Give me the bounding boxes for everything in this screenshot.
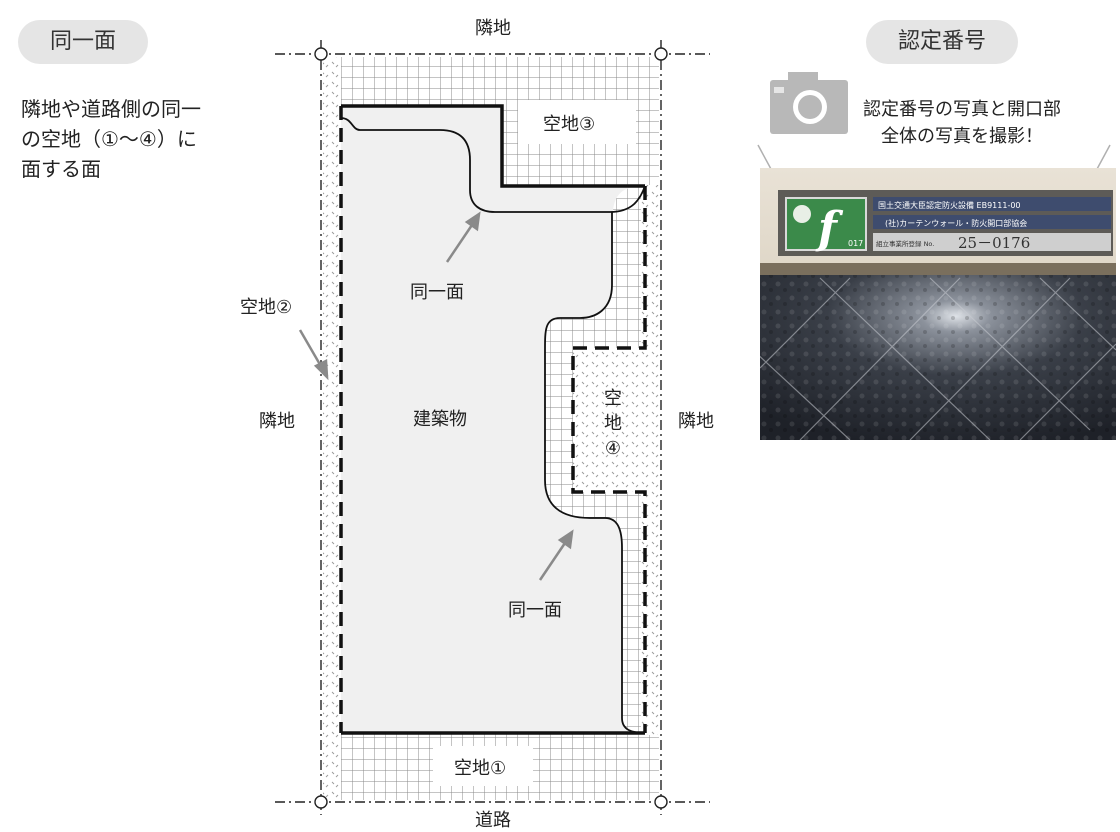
plate-line-2: (社)カーテンウォール・防火開口部協会 <box>885 218 1027 228</box>
label-neighbor-top: 隣地 <box>475 18 511 39</box>
description-line-2: の空地（①～④）に <box>21 127 197 151</box>
camera-caption: 認定番号の写真と開口部 全体の写真を撮影！ <box>822 96 1102 150</box>
label-same-face-upper: 同一面 <box>410 282 464 303</box>
plate-logo-number: 017 <box>848 239 863 248</box>
site-boundary <box>275 40 710 815</box>
same-face-badge: 同一面 <box>18 20 148 64</box>
open-space-4 <box>573 348 659 492</box>
plate-reg-number: 25－0176 <box>958 234 1030 252</box>
label-neighbor-right: 隣地 <box>678 411 714 432</box>
open-space-2 <box>323 57 341 800</box>
label-open-space-1: 空地① <box>454 758 507 779</box>
building-wall-top <box>341 104 645 188</box>
open-space-1-box <box>433 746 533 786</box>
open-space-3-box <box>518 100 636 144</box>
building-outline <box>341 106 645 733</box>
label-open-space-4-char-3: ④ <box>604 438 622 459</box>
arrows <box>298 211 574 581</box>
camera-caption-line-1: 認定番号の写真と開口部 <box>863 99 1061 120</box>
description-line-1: 隣地や道路側の同一 <box>21 97 201 121</box>
building-wall-right-upper <box>571 186 647 733</box>
label-open-space-4-char-1: 空 <box>604 388 622 409</box>
label-road-bottom: 道路 <box>475 810 511 831</box>
description: 隣地や道路側の同一 の空地（①～④）に 面する面 <box>21 94 281 184</box>
camera-caption-line-2: 全体の写真を撮影！ <box>881 126 1043 147</box>
certification-plate-photo: f 017 国土交通大臣認定防火設備 EB9111-00 (社)カーテンウォール… <box>760 168 1116 440</box>
label-open-space-2: 空地② <box>240 297 293 318</box>
label-open-space-4-char-2: 地 <box>604 413 622 434</box>
description-line-3: 面する面 <box>21 157 101 181</box>
corner-markers <box>314 47 668 809</box>
label-open-space-3: 空地③ <box>543 114 596 135</box>
label-neighbor-left: 隣地 <box>259 411 295 432</box>
plate-line-1: 国土交通大臣認定防火設備 EB9111-00 <box>878 200 1021 210</box>
plate-reg-label: 組立事業所登録 No. <box>876 239 934 248</box>
certification-number-badge: 認定番号 <box>866 20 1018 64</box>
camera-icon <box>770 72 848 134</box>
label-building: 建築物 <box>413 409 467 430</box>
label-same-face-lower: 同一面 <box>508 600 562 621</box>
site-diagram <box>275 40 710 815</box>
same-face-curve-upper <box>340 117 646 213</box>
same-face-curve-right <box>544 212 646 734</box>
